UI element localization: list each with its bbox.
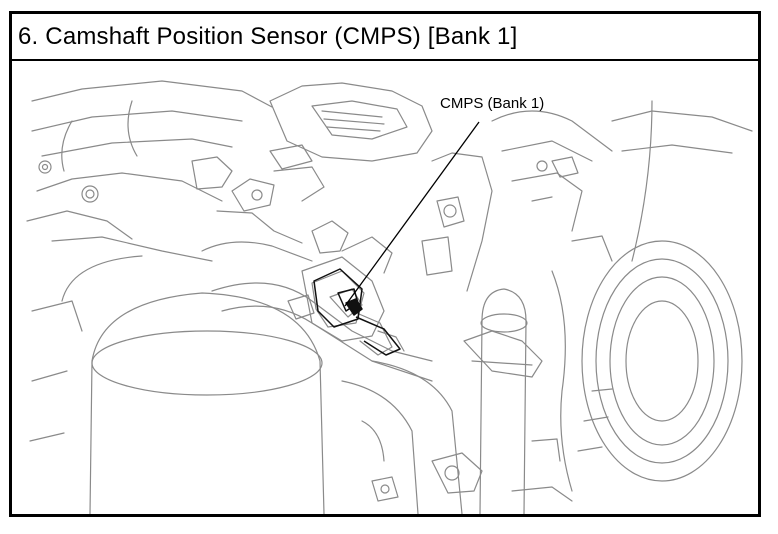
diagram-title: 6. Camshaft Position Sensor (CMPS) [Bank… <box>18 22 518 50</box>
diagram-header: 6. Camshaft Position Sensor (CMPS) [Bank… <box>12 14 758 61</box>
cmps-sensor <box>313 268 401 356</box>
callout-label: CMPS (Bank 1) <box>440 95 544 112</box>
engine-illustration: CMPS (Bank 1) <box>12 61 758 514</box>
engine-line-drawing: CMPS (Bank 1) <box>26 80 753 514</box>
diagram-frame: 6. Camshaft Position Sensor (CMPS) [Bank… <box>9 11 761 517</box>
engine-background-linework <box>26 80 753 514</box>
callout-leader-line <box>344 121 480 307</box>
